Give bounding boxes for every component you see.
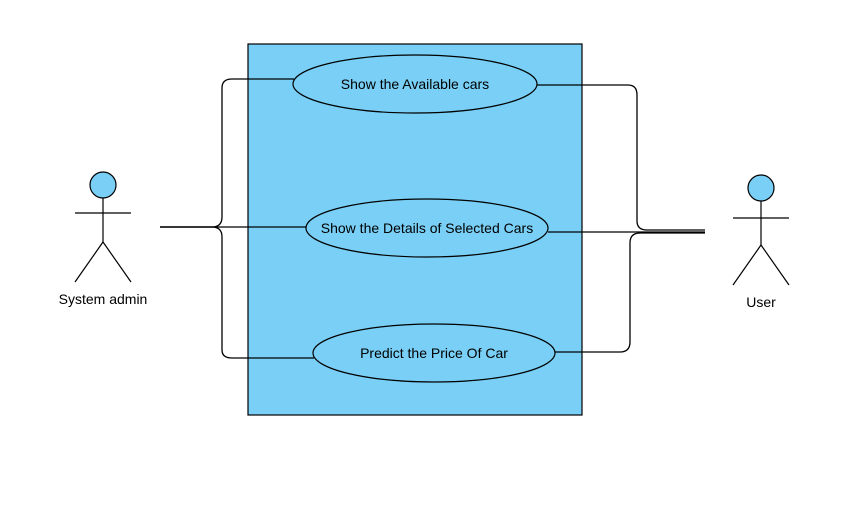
- association-admin-predict: [160, 226, 314, 359]
- stick-figure-icon: [732, 174, 790, 286]
- actor-label: User: [746, 294, 776, 310]
- use-case-label: Show the Available cars: [341, 76, 489, 92]
- actor-user: User: [732, 174, 790, 310]
- use-case-label: Predict the Price Of Car: [360, 345, 508, 361]
- use-case-show-available: Show the Available cars: [292, 54, 538, 114]
- use-case-show-details: Show the Details of Selected Cars: [305, 198, 549, 258]
- use-case-label: Show the Details of Selected Cars: [321, 220, 533, 236]
- stick-figure-icon: [74, 171, 132, 283]
- association-user-available: [536, 84, 705, 231]
- association-user-predict: [555, 232, 705, 353]
- actor-system-admin: System admin: [59, 171, 148, 307]
- actor-label: System admin: [59, 291, 148, 307]
- use-case-predict-price: Predict the Price Of Car: [312, 323, 556, 383]
